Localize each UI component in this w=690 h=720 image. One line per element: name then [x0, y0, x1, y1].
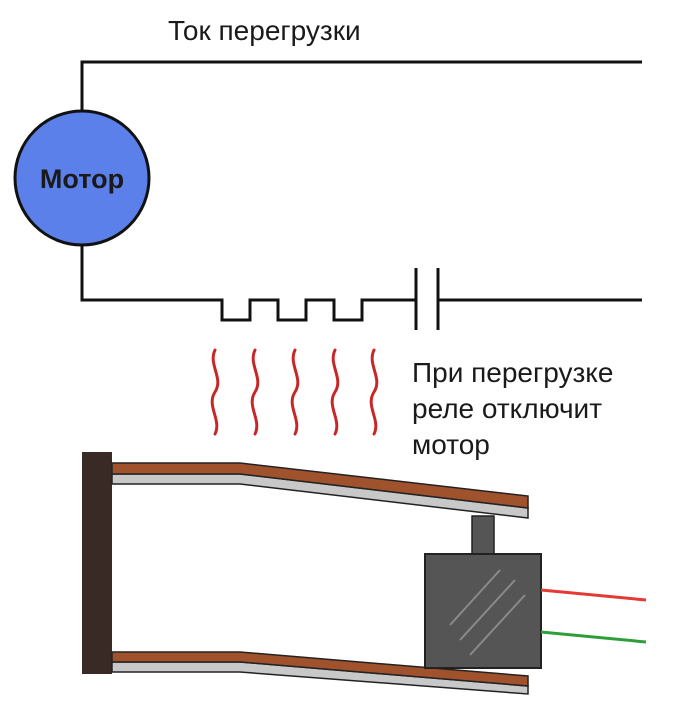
heat-wave-2 — [250, 348, 260, 436]
note-line-3: мотор — [412, 429, 490, 460]
upper-strip-copper — [111, 462, 529, 509]
note-line-2: реле отключит — [412, 393, 602, 424]
heat-wave-1 — [210, 348, 220, 436]
note-line-1: При перегрузке — [412, 357, 613, 388]
heat-wave-4 — [330, 348, 340, 436]
heat-wave-3 — [290, 348, 300, 436]
heat-wave-5 — [369, 348, 379, 436]
top-wire — [80, 60, 642, 110]
lower-strip-copper — [111, 651, 529, 687]
motor-circle — [13, 109, 151, 247]
contact-box — [424, 553, 542, 669]
output-wire-red — [540, 588, 647, 602]
contact-box-hatching — [449, 569, 526, 656]
overload-current-label: Ток перегрузки — [168, 15, 361, 46]
relay-frame — [82, 452, 112, 674]
lower-bimetal-strip — [111, 651, 529, 695]
heater-wire — [80, 246, 416, 322]
upper-bimetal-strip — [111, 462, 529, 519]
motor-label: Мотор — [40, 164, 124, 194]
output-wire-green — [540, 630, 647, 644]
heat-waves — [210, 348, 379, 436]
pusher-rod — [471, 515, 495, 555]
